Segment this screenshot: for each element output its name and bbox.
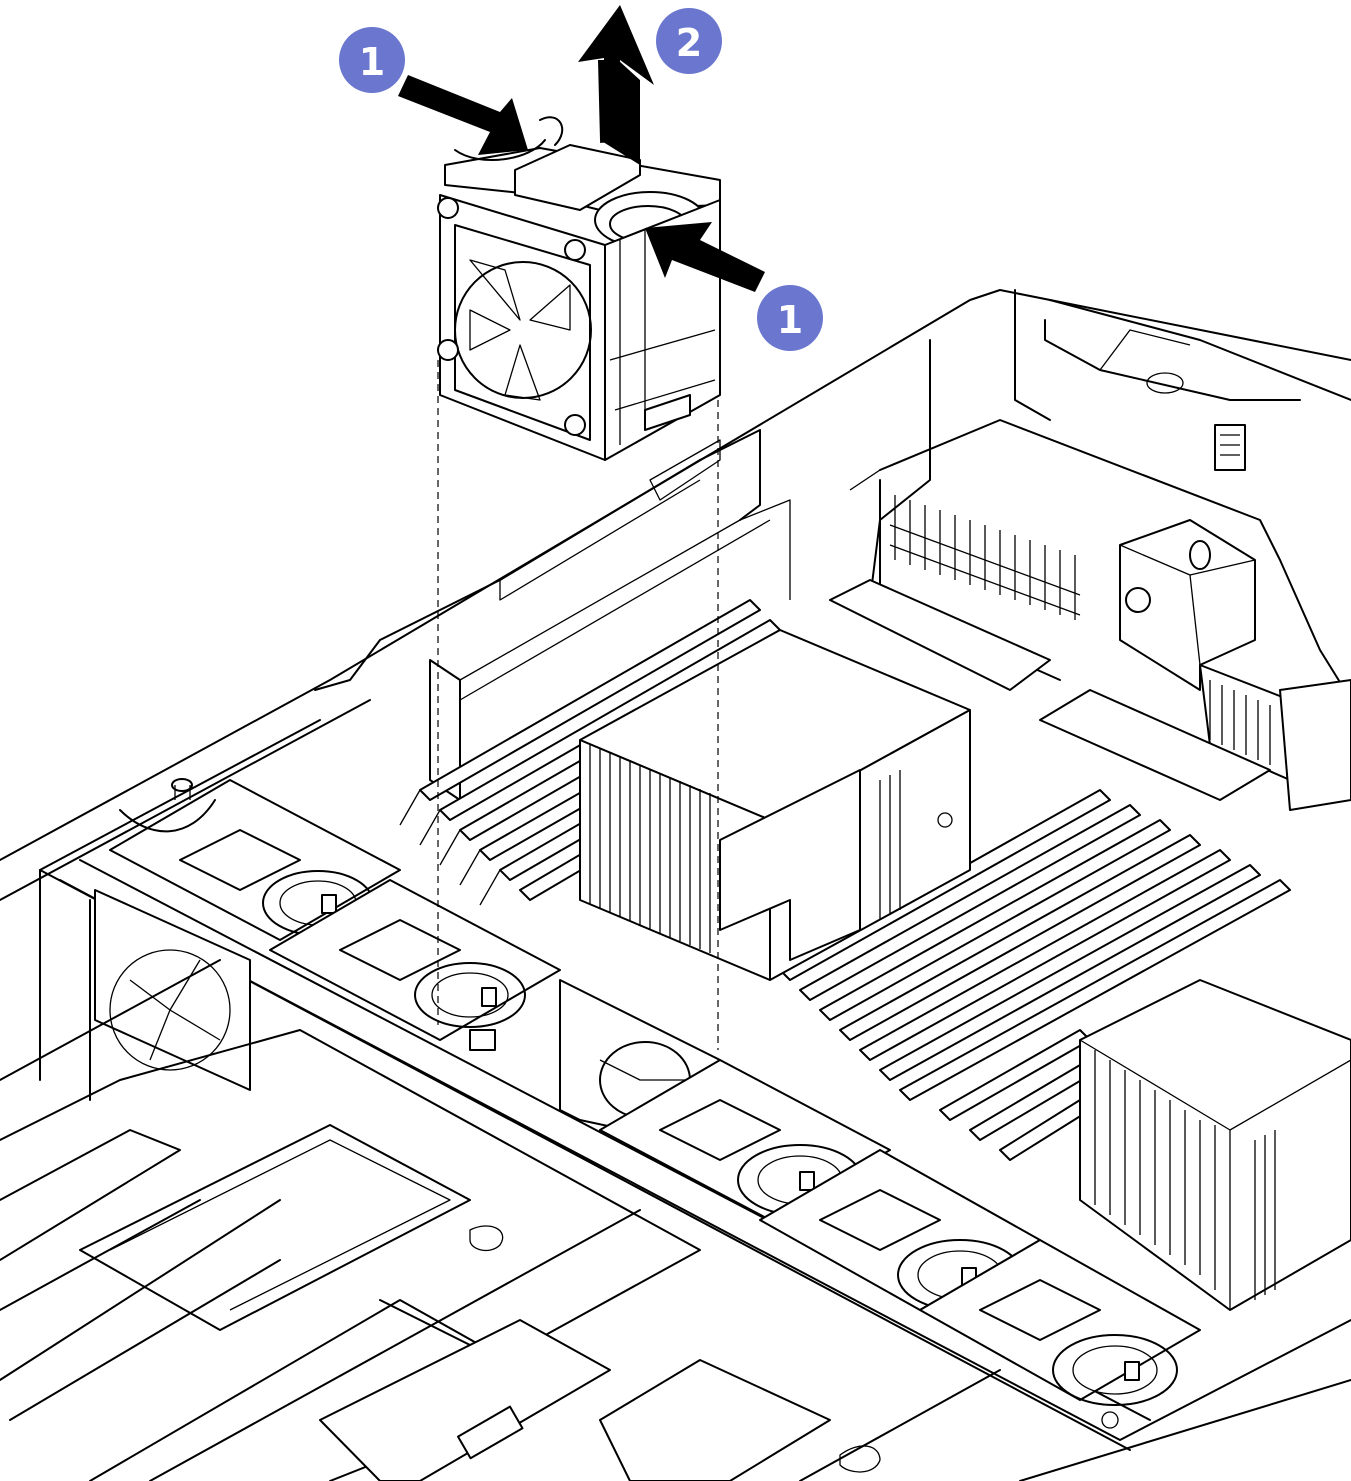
- psu-cage: [829, 289, 1351, 811]
- installed-fan-4: [759, 1149, 1041, 1311]
- server-chassis: [0, 289, 1351, 1481]
- callout-label: 1: [359, 40, 385, 84]
- push-arrow-icon: [645, 222, 765, 292]
- callout-1-right: 1: [757, 285, 823, 351]
- push-arrow-icon: [398, 75, 528, 155]
- callout-circle: [656, 8, 722, 74]
- heatsink-2: [1079, 979, 1351, 1311]
- installed-fan-1: [109, 778, 401, 941]
- callout-2: 2: [656, 8, 722, 74]
- heatsink-1: [579, 629, 971, 981]
- alignment-guides: [437, 360, 719, 1050]
- installed-fan-2: [269, 879, 561, 1051]
- callout-circle: [757, 285, 823, 351]
- fan-icon: [437, 197, 592, 441]
- callout-1-top: 1: [339, 27, 405, 93]
- lift-arrow-icon: [578, 5, 654, 165]
- installed-fan-3: [599, 1059, 891, 1221]
- installed-fan-5: [919, 1239, 1201, 1429]
- installed-fan-left: [94, 889, 251, 1091]
- callout-circle: [339, 27, 405, 93]
- fan-cage: [39, 778, 1351, 1451]
- removed-fan-module: [437, 116, 721, 461]
- memory-dimms-lower: [779, 789, 1291, 1161]
- callout-label: 2: [676, 21, 702, 65]
- callout-label: 1: [777, 298, 803, 342]
- front-trays: [0, 959, 1351, 1481]
